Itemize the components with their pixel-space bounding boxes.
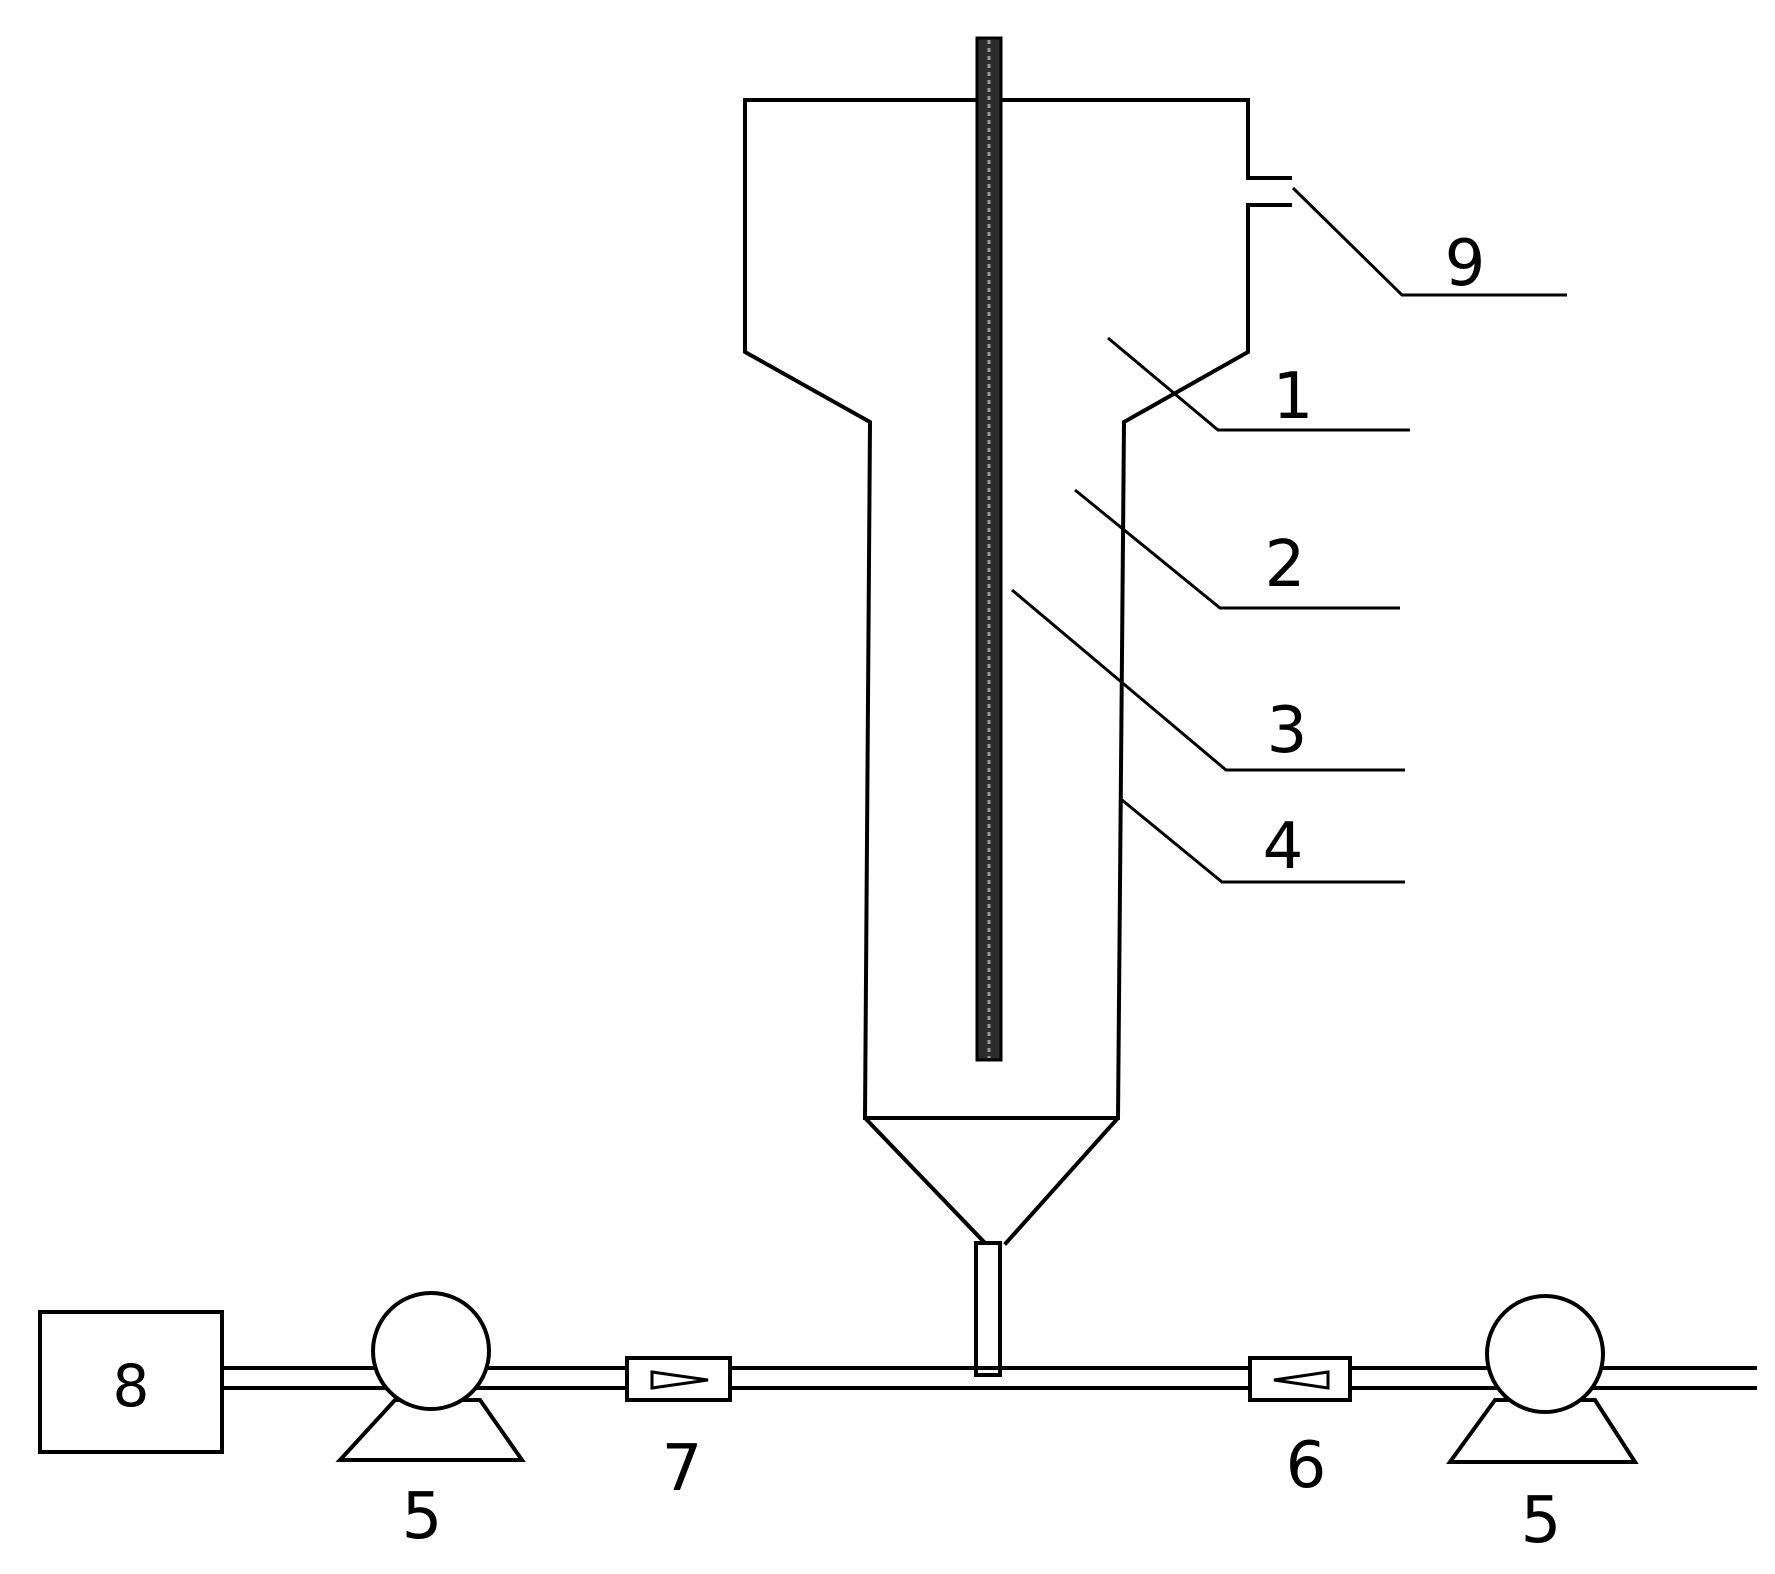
reactor-left-wall	[743, 98, 988, 1246]
leader-9	[1291, 186, 1567, 297]
reactor-body-label: 2	[1265, 528, 1306, 602]
tank-8: 8	[38, 1310, 224, 1454]
leader-1	[1107, 336, 1410, 432]
leader-3	[1011, 588, 1405, 772]
pump-right-label: 5	[1521, 1484, 1562, 1558]
reactor-bottom-neck	[974, 1241, 1002, 1377]
reactor-top-and-right-wall	[743, 98, 1292, 1246]
flowmeter-right-label: 6	[1286, 1429, 1327, 1503]
leader-4	[1121, 798, 1405, 884]
leader-2	[1074, 488, 1400, 610]
tank-label: 8	[113, 1352, 150, 1420]
flowmeter-left-label: 7	[662, 1432, 703, 1506]
pump-left-label: 5	[402, 1480, 443, 1554]
outer-wall-label: 4	[1263, 810, 1304, 884]
outlet-label: 9	[1445, 227, 1486, 301]
reactor-top-label: 1	[1273, 360, 1314, 434]
flowmeter-left	[625, 1356, 732, 1402]
leader-lines	[1011, 186, 1567, 884]
reactor-vessel	[743, 98, 1292, 1377]
pump-left	[335, 1291, 526, 1462]
flowmeter-right	[1248, 1356, 1352, 1402]
pump-right	[1446, 1294, 1639, 1464]
central-rod-label: 3	[1267, 694, 1308, 768]
